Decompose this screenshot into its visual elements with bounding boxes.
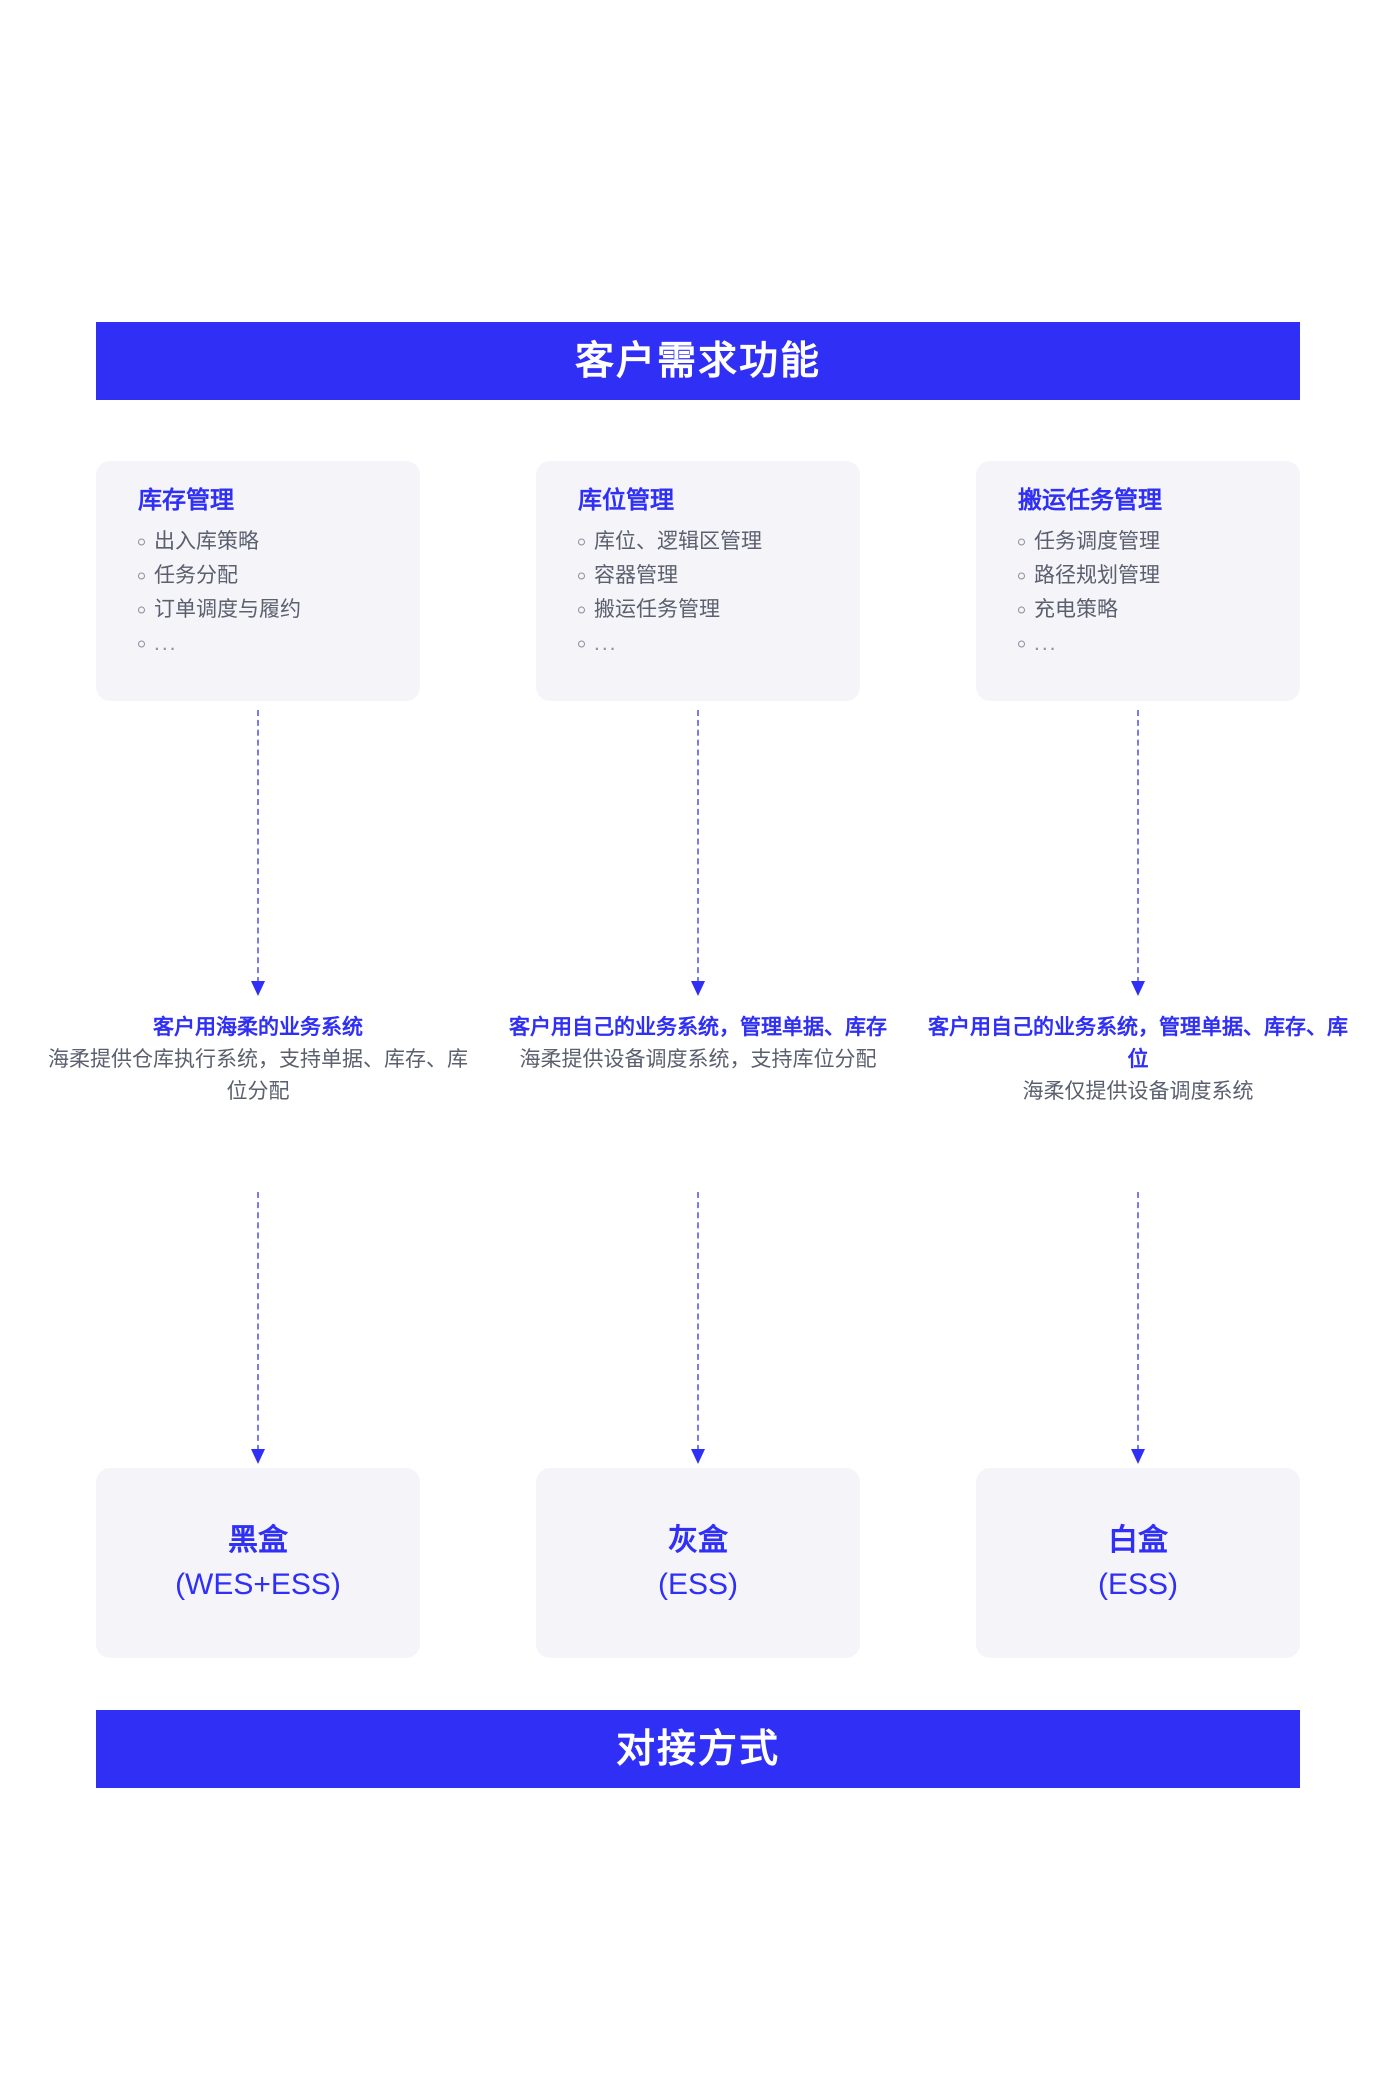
arrowhead-icon: [1131, 1449, 1145, 1464]
outcome-sublabel: (WES+ESS): [175, 1568, 341, 1601]
dashed-line: [697, 710, 699, 983]
dashed-line: [257, 710, 259, 983]
feature-card-list: 出入库策略 任务分配 订单调度与履约 ...: [96, 525, 420, 661]
description-title: 客户用自己的业务系统，管理单据、库存: [509, 1016, 887, 1039]
feature-card: 库位管理 库位、逻辑区管理 容器管理 搬运任务管理 ...: [536, 461, 860, 701]
arrowhead-icon: [691, 1449, 705, 1464]
description-body: 海柔仅提供设备调度系统: [1022, 1079, 1254, 1103]
header-banner: 客户需求功能: [96, 322, 1300, 400]
connector-arrow-upper: [251, 710, 265, 996]
feature-card: 库存管理 出入库策略 任务分配 订单调度与履约 ...: [96, 461, 420, 701]
column-location-management: 库位管理 库位、逻辑区管理 容器管理 搬运任务管理 ... 客户用自己的业务系统…: [509, 0, 887, 2083]
list-item: 任务调度管理: [1018, 525, 1300, 559]
description-body: 海柔提供设备调度系统，支持库位分配: [519, 1047, 877, 1071]
list-item: 搬运任务管理: [578, 593, 860, 627]
header-title: 客户需求功能: [574, 339, 821, 383]
outcome-box: 黑盒 (WES+ESS): [96, 1468, 420, 1658]
circle-bullet-icon: [578, 640, 585, 648]
connector-arrow-upper: [691, 710, 705, 996]
dashed-line: [1137, 710, 1139, 983]
list-item-label: ...: [594, 632, 618, 656]
list-item-label: ...: [1034, 632, 1058, 656]
outcome-label: 黑盒: [228, 1524, 288, 1557]
feature-card: 搬运任务管理 任务调度管理 路径规划管理 充电策略 ...: [976, 461, 1300, 701]
list-item-label: 任务分配: [154, 564, 238, 588]
circle-bullet-icon: [1018, 606, 1025, 614]
feature-card-list: 库位、逻辑区管理 容器管理 搬运任务管理 ...: [536, 525, 860, 661]
footer-banner: 对接方式: [96, 1710, 1300, 1788]
list-item-label: 出入库策略: [154, 530, 259, 554]
list-item: 订单调度与履约: [138, 593, 420, 627]
arrowhead-icon: [691, 981, 705, 996]
circle-bullet-icon: [138, 572, 145, 580]
connector-arrow-lower: [251, 1192, 265, 1464]
list-item-label: 订单调度与履约: [154, 598, 301, 622]
description-block: 客户用海柔的业务系统 海柔提供仓库执行系统，支持单据、库存、库位分配: [38, 1012, 478, 1108]
description-title: 客户用海柔的业务系统: [153, 1016, 363, 1039]
outcome-label: 白盒: [1108, 1524, 1168, 1557]
columns-container: 库存管理 出入库策略 任务分配 订单调度与履约 ... 客户用海柔的业务系统 海…: [48, 0, 1348, 2083]
list-item: ...: [138, 627, 420, 661]
list-item: ...: [578, 627, 860, 661]
list-item: 任务分配: [138, 559, 420, 593]
dashed-line: [257, 1192, 259, 1451]
list-item-label: 充电策略: [1034, 598, 1118, 622]
feature-card-title: 搬运任务管理: [1018, 487, 1162, 514]
list-item: 路径规划管理: [1018, 559, 1300, 593]
circle-bullet-icon: [1018, 640, 1025, 648]
list-item-label: 路径规划管理: [1034, 564, 1160, 588]
column-inventory-management: 库存管理 出入库策略 任务分配 订单调度与履约 ... 客户用海柔的业务系统 海…: [48, 0, 468, 2083]
list-item: 出入库策略: [138, 525, 420, 559]
list-item: 容器管理: [578, 559, 860, 593]
feature-card-title: 库位管理: [578, 487, 674, 514]
list-item: 库位、逻辑区管理: [578, 525, 860, 559]
list-item-label: 搬运任务管理: [594, 598, 720, 622]
description-block: 客户用自己的业务系统，管理单据、库存 海柔提供设备调度系统，支持库位分配: [478, 1012, 918, 1076]
footer-title: 对接方式: [615, 1727, 780, 1771]
outcome-label: 灰盒: [668, 1524, 728, 1557]
dashed-line: [697, 1192, 699, 1451]
description-block: 客户用自己的业务系统，管理单据、库存、库位 海柔仅提供设备调度系统: [918, 1012, 1358, 1108]
outcome-box: 白盒 (ESS): [976, 1468, 1300, 1658]
outcome-sublabel: (ESS): [1097, 1568, 1178, 1601]
connector-arrow-upper: [1131, 710, 1145, 996]
feature-card-list: 任务调度管理 路径规划管理 充电策略 ...: [976, 525, 1300, 661]
circle-bullet-icon: [138, 538, 145, 546]
list-item: ...: [1018, 627, 1300, 661]
description-title: 客户用自己的业务系统，管理单据、库存、库位: [928, 1016, 1348, 1071]
arrowhead-icon: [1131, 981, 1145, 996]
circle-bullet-icon: [138, 640, 145, 648]
circle-bullet-icon: [578, 572, 585, 580]
arrowhead-icon: [251, 981, 265, 996]
connector-arrow-lower: [691, 1192, 705, 1464]
dashed-line: [1137, 1192, 1139, 1451]
description-body: 海柔提供仓库执行系统，支持单据、库存、库位分配: [48, 1047, 468, 1103]
column-transport-task-management: 搬运任务管理 任务调度管理 路径规划管理 充电策略 ... 客户用自己的业务系统…: [928, 0, 1348, 2083]
list-item-label: 容器管理: [594, 564, 678, 588]
arrowhead-icon: [251, 1449, 265, 1464]
feature-card-title: 库存管理: [138, 487, 234, 514]
circle-bullet-icon: [1018, 538, 1025, 546]
connector-arrow-lower: [1131, 1192, 1145, 1464]
list-item-label: 库位、逻辑区管理: [594, 530, 762, 554]
circle-bullet-icon: [1018, 572, 1025, 580]
outcome-box: 灰盒 (ESS): [536, 1468, 860, 1658]
circle-bullet-icon: [578, 606, 585, 614]
circle-bullet-icon: [138, 606, 145, 614]
circle-bullet-icon: [578, 538, 585, 546]
outcome-sublabel: (ESS): [657, 1568, 738, 1601]
list-item-label: 任务调度管理: [1034, 530, 1160, 554]
list-item-label: ...: [154, 632, 178, 656]
list-item: 充电策略: [1018, 593, 1300, 627]
